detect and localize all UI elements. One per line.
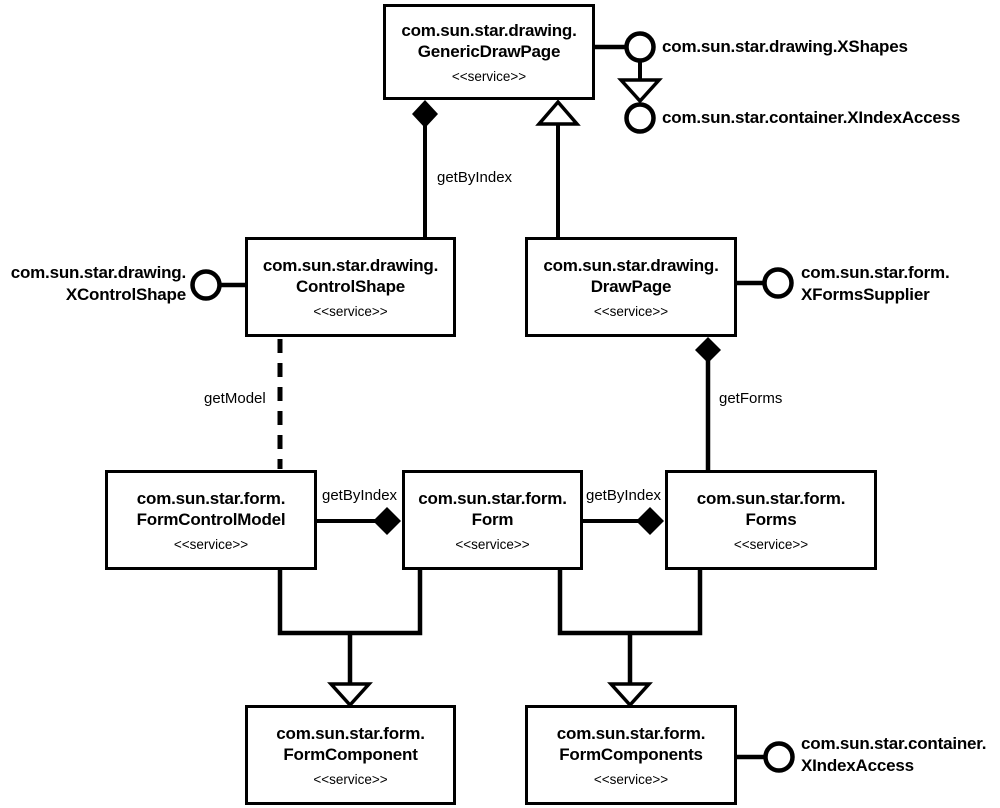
interface-circle-icon <box>624 31 656 63</box>
interface-circle-icon <box>190 269 222 301</box>
composition-diamond-icon <box>636 507 664 535</box>
node-form-component: com.sun.star.form. FormComponent <<servi… <box>245 705 456 805</box>
generalization-triangle-icon <box>535 99 581 126</box>
generalization-drawpage-genericdrawpage <box>535 99 581 240</box>
node-stereotype: <<service>> <box>173 537 249 552</box>
composition-diamond-icon <box>412 100 438 128</box>
interface-label-xindexaccess-top: com.sun.star.container.XIndexAccess <box>662 108 961 127</box>
composition-diamond-icon <box>695 337 721 363</box>
node-package: com.sun.star.drawing. <box>401 21 577 40</box>
node-class: Forms <box>745 510 797 529</box>
lollipop-xcontrolshape <box>190 269 246 301</box>
node-class: FormComponent <box>283 745 418 764</box>
interface-package: com.sun.star.container. <box>801 734 987 753</box>
lollipop-xindexaccess-bottom <box>737 741 795 773</box>
aggregation-form-formcontrolmodel <box>317 507 401 535</box>
interface-circle-icon <box>624 102 656 134</box>
node-stereotype: <<service>> <box>455 537 530 552</box>
node-form: com.sun.star.form. Form <<service>> <box>402 470 583 570</box>
node-control-shape: com.sun.star.drawing. ControlShape <<ser… <box>245 237 456 337</box>
edge-label-getbyindex-left: getByIndex <box>322 487 398 504</box>
node-class: ControlShape <box>295 277 406 296</box>
interface-name: XIndexAccess <box>801 756 914 775</box>
generalization-triangle-icon <box>617 78 663 104</box>
node-package: com.sun.star.drawing. <box>262 256 439 275</box>
node-stereotype: <<service>> <box>593 304 669 319</box>
interface-package: com.sun.star.form. <box>801 263 950 282</box>
node-class: FormComponents <box>559 745 703 764</box>
lollipop-xshapes <box>595 31 656 63</box>
generalization-triangle-icon <box>327 682 373 708</box>
node-forms: com.sun.star.form. Forms <<service>> <box>665 470 877 570</box>
generalization-xshapes-xindexaccess <box>617 61 663 134</box>
node-package: com.sun.star.form. <box>696 489 846 508</box>
aggregation-drawpage-forms <box>695 337 721 470</box>
interface-label-xformssupplier: com.sun.star.form. XFormsSupplier <box>801 262 950 306</box>
node-stereotype: <<service>> <box>451 69 527 84</box>
interface-label-xindexaccess-bottom: com.sun.star.container. XIndexAccess <box>801 733 987 777</box>
node-class: Form <box>471 510 514 529</box>
node-stereotype: <<service>> <box>593 772 669 787</box>
interface-circle-icon <box>762 267 794 299</box>
node-class: FormControlModel <box>136 510 286 529</box>
edge-label-getmodel: getModel <box>204 390 266 407</box>
generalization-join-line <box>557 570 703 636</box>
generalization-form-forms-formcomponents <box>557 570 703 708</box>
composition-diamond-icon <box>373 507 401 535</box>
node-stereotype: <<service>> <box>313 304 388 319</box>
node-class: GenericDrawPage <box>417 42 561 61</box>
edge-label-getbyindex-right: getByIndex <box>586 487 662 504</box>
generalization-triangle-icon <box>607 682 653 708</box>
node-form-control-model: com.sun.star.form. FormControlModel <<se… <box>105 470 317 570</box>
node-stereotype: <<service>> <box>313 772 388 787</box>
node-package: com.sun.star.form. <box>276 724 425 743</box>
node-draw-page: com.sun.star.drawing. DrawPage <<service… <box>525 237 737 337</box>
node-package: com.sun.star.form. <box>136 489 286 508</box>
interface-name: XControlShape <box>65 285 186 304</box>
edge-label-getbyindex-top: getByIndex <box>437 169 513 186</box>
aggregation-genericdrawpage-controlshape <box>412 100 438 240</box>
lollipop-xformssupplier <box>737 267 794 299</box>
aggregation-forms-form <box>583 507 664 535</box>
node-class: DrawPage <box>590 277 672 296</box>
node-form-components: com.sun.star.form. FormComponents <<serv… <box>525 705 737 805</box>
node-package: com.sun.star.form. <box>556 724 706 743</box>
node-generic-draw-page: com.sun.star.drawing. GenericDrawPage <<… <box>383 4 595 100</box>
node-stereotype: <<service>> <box>733 537 809 552</box>
interface-label-xcontrolshape: com.sun.star.drawing. XControlShape <box>4 262 186 306</box>
interface-circle-icon <box>763 741 795 773</box>
generalization-formcontrolmodel-form-formcomponent <box>277 570 423 708</box>
interface-label-xshapes: com.sun.star.drawing.XShapes <box>662 37 908 56</box>
interface-package: com.sun.star.drawing. <box>10 263 186 282</box>
edge-label-getforms: getForms <box>719 390 783 407</box>
node-package: com.sun.star.drawing. <box>543 256 719 275</box>
interface-name: XFormsSupplier <box>801 285 930 304</box>
generalization-join-line <box>277 570 423 636</box>
node-package: com.sun.star.form. <box>418 489 567 508</box>
